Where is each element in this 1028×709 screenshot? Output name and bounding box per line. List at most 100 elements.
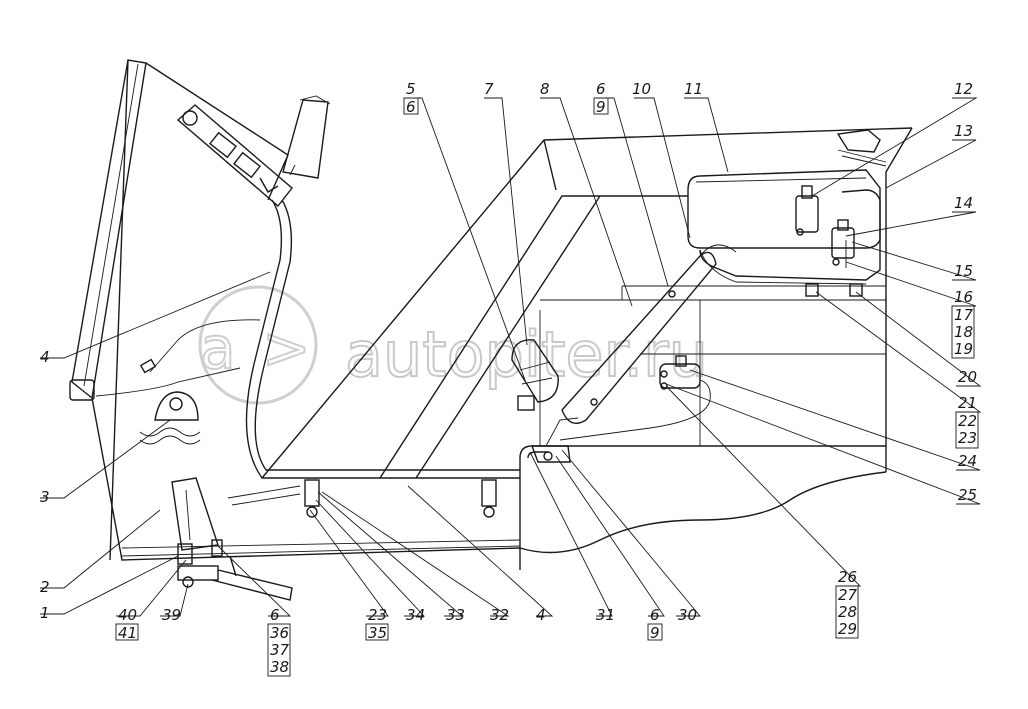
callout-1: 1 [40, 604, 50, 622]
callout-box [115, 623, 139, 641]
watermark-logo [198, 285, 318, 405]
callout-25: 25 [958, 486, 977, 504]
callout-label: 23 [368, 606, 387, 624]
callout-15: 15 [954, 262, 973, 280]
callout-21-23: 21 22 23 [955, 394, 979, 449]
callout-label: 18 [954, 323, 973, 341]
washer-pump-12 [795, 185, 819, 236]
callout-11: 11 [684, 80, 703, 98]
callout-39: 39 [162, 606, 181, 624]
callout-33: 33 [446, 606, 465, 624]
callout-6-9-bottom: 6 9 [647, 606, 663, 642]
callout-label: 8 [540, 80, 550, 98]
callout-label: 36 [270, 624, 289, 642]
callout-14: 14 [954, 194, 973, 212]
callout-label: 27 [838, 586, 858, 604]
filler-tube [561, 244, 737, 424]
callout-label: 37 [270, 641, 290, 659]
callout-label: 21 [958, 394, 977, 412]
callout-label: 10 [632, 80, 651, 98]
callout-5-6: 5 6 [403, 80, 419, 116]
callout-box [647, 623, 663, 641]
callout-label: 19 [954, 340, 973, 358]
callout-label: 23 [958, 429, 977, 447]
bracket-part-3 [139, 391, 201, 445]
callout-label: 33 [446, 606, 465, 624]
callout-20: 20 [958, 368, 977, 386]
callout-label: 25 [958, 486, 977, 504]
callout-box [267, 623, 291, 677]
callout-6-36-38: 6 36 37 38 [267, 606, 291, 677]
washer-pump-14 [831, 219, 855, 266]
callout-label: 12 [954, 80, 973, 98]
callout-label: 38 [270, 658, 289, 676]
top-frame [836, 129, 887, 167]
pump-unit [559, 355, 711, 441]
callout-label: 6 [270, 606, 280, 624]
callout-4-bottom: 4 [536, 606, 546, 624]
washer-reservoir [687, 169, 881, 249]
callout-label: 17 [954, 306, 974, 324]
callout-32: 32 [490, 606, 509, 624]
callout-31: 31 [596, 606, 615, 624]
engine-compartment [261, 127, 913, 554]
callout-16-19: 16 17 18 19 [951, 288, 975, 359]
callout-label: 30 [678, 606, 697, 624]
callout-label: 4 [536, 606, 546, 624]
callout-label: 9 [650, 624, 660, 642]
callout-box [593, 97, 609, 115]
watermark-logo-arrow: > [262, 314, 311, 382]
callout-label: 3 [40, 488, 50, 506]
callout-label: 2 [40, 578, 50, 596]
watermark-text: autopiter.ru [345, 318, 708, 391]
motor-unit [511, 339, 559, 411]
callout-label: 32 [490, 606, 509, 624]
callout-10: 10 [632, 80, 651, 98]
callout-label: 31 [596, 606, 615, 624]
callout-26-29: 26 27 28 29 [835, 568, 859, 639]
hose-clips [227, 479, 497, 518]
callout-label: 6 [596, 80, 606, 98]
hose-clamp [530, 417, 579, 463]
callout-label: 41 [118, 624, 137, 642]
pedal-assembly [171, 477, 293, 601]
watermark-logo-glyph: a [200, 314, 236, 382]
callout-label: 34 [406, 606, 425, 624]
callout-label: 40 [118, 606, 137, 624]
watermark: a > autopiter.ru [198, 285, 709, 405]
callout-label: 29 [838, 620, 857, 638]
callout-label: 1 [40, 604, 50, 622]
callout-40-41: 40 41 [115, 606, 139, 642]
callout-8: 8 [540, 80, 550, 98]
callout-label: 15 [954, 262, 973, 280]
callout-label: 9 [596, 98, 606, 116]
callout-4-left: 4 [40, 348, 50, 366]
callout-box [951, 305, 975, 359]
callout-label: 13 [954, 122, 973, 140]
callout-label: 26 [838, 568, 857, 586]
callout-label: 24 [958, 452, 977, 470]
cab-outline [69, 59, 521, 561]
callout-34: 34 [406, 606, 425, 624]
callout-label: 35 [368, 624, 387, 642]
callout-24: 24 [958, 452, 977, 470]
callout-label: 7 [484, 80, 494, 98]
callout-13: 13 [954, 122, 973, 140]
callout-label: 22 [958, 412, 977, 430]
leader-lines [40, 97, 982, 617]
callout-label: 16 [954, 288, 973, 306]
callout-label: 11 [684, 80, 703, 98]
callout-label: 20 [958, 368, 977, 386]
callout-6-9-top: 6 9 [593, 80, 609, 116]
callout-box [403, 97, 419, 115]
callout-30: 30 [678, 606, 697, 624]
callout-3: 3 [40, 488, 50, 506]
reservoir-piping [699, 189, 881, 297]
callout-label: 28 [838, 603, 857, 621]
callout-box [955, 411, 979, 449]
callout-label: 6 [650, 606, 660, 624]
callout-label: 5 [406, 80, 416, 98]
callout-label: 14 [954, 194, 973, 212]
callout-box [835, 585, 859, 639]
